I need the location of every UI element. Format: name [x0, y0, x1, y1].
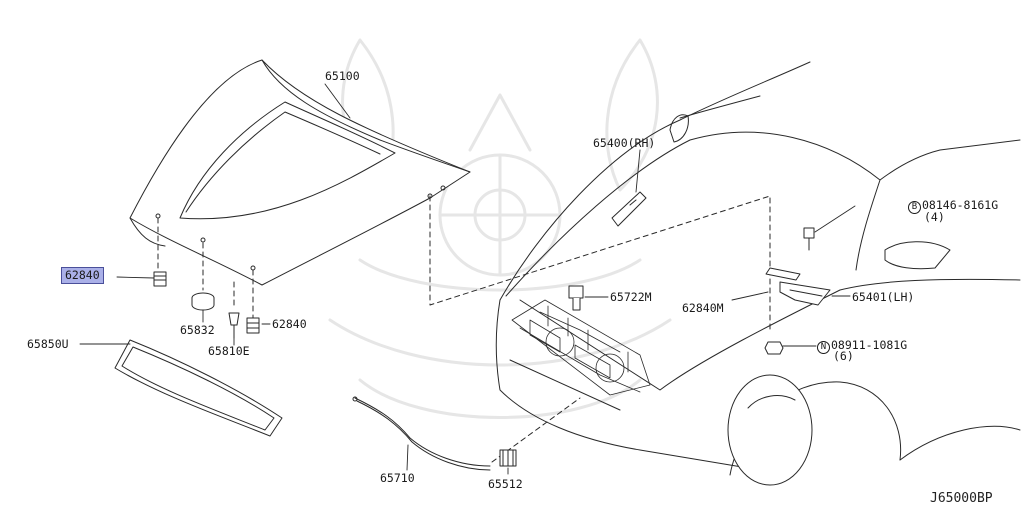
hood-seal-65850U	[114, 339, 283, 437]
hood-hinge-rh-65400	[611, 191, 647, 227]
bumper-62840-right	[246, 317, 260, 334]
nut-08911	[764, 341, 784, 355]
bolt-08146	[803, 227, 815, 251]
label-62840M: 62840M	[682, 301, 724, 315]
label-65400-rh: 65400(RH)	[593, 136, 656, 150]
label-nut-qty: (6)	[833, 349, 854, 363]
bumper-62840M	[765, 267, 801, 281]
label-65832: 65832	[180, 323, 215, 337]
hood-dash-lines	[157, 195, 771, 331]
label-62840-highlighted[interactable]: 62840	[61, 267, 104, 284]
hood-panel	[129, 59, 471, 286]
clip-65810E	[228, 312, 240, 339]
label-65100: 65100	[325, 69, 360, 83]
leader-lines	[79, 83, 856, 475]
bolt-symbol-icon: B	[908, 201, 921, 214]
label-65401-lh: 65401(LH)	[852, 290, 915, 304]
label-65810E: 65810E	[208, 344, 250, 358]
label-65512: 65512	[488, 477, 523, 491]
car-body	[495, 61, 1021, 486]
label-65722M: 65722M	[610, 290, 652, 304]
bolt-part-number: 08146-8161G	[922, 198, 999, 212]
label-bolt-qty: (4)	[924, 210, 945, 224]
engine-bay	[511, 299, 651, 396]
diagram-code: J65000BP	[930, 491, 993, 506]
nut-symbol-icon: N	[817, 341, 830, 354]
nut-part-number: 08911-1081G	[831, 338, 908, 352]
label-65710: 65710	[380, 471, 415, 485]
striker-65722M	[568, 285, 584, 311]
label-65850U: 65850U	[27, 337, 69, 351]
watermark-emblem	[328, 38, 672, 419]
hood-release-cable-65710	[352, 396, 491, 471]
hood-hinge-lh-65401	[779, 281, 831, 306]
pad-65832	[191, 292, 215, 311]
bumper-62840-left	[153, 271, 167, 287]
label-62840: 62840	[272, 317, 307, 331]
hood-lock-65512	[499, 449, 517, 467]
